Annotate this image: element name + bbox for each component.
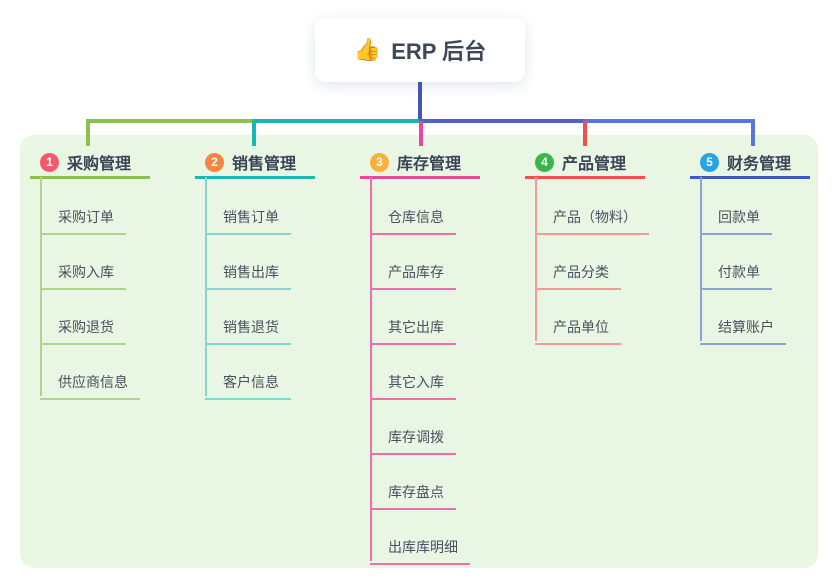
child-label: 库存盘点 [388, 484, 444, 500]
child-label: 销售出库 [223, 264, 279, 280]
branch-child-line [205, 177, 207, 396]
connector-horizontal-indigo-left [419, 119, 585, 123]
child-node-stock-transfer[interactable]: 库存调拨 [370, 415, 456, 455]
branch-inventory: 3 库存管理 仓库信息 产品库存 其它出库 其它入库 库存调拨 库存盘点 出库库… [360, 146, 490, 565]
connector-drop-sales [252, 119, 256, 146]
connector-horizontal-indigo-right [583, 119, 755, 123]
child-label: 其它出库 [388, 319, 444, 335]
branch-title-inventory: 库存管理 [397, 156, 462, 173]
branch-header-inventory[interactable]: 3 库存管理 [360, 146, 480, 179]
root-node[interactable]: 👍 ERP 后台 [315, 18, 525, 82]
child-node-supplier-info[interactable]: 供应商信息 [40, 360, 140, 400]
branch-purchase: 1 采购管理 采购订单 采购入库 采购退货 供应商信息 [30, 146, 160, 400]
branch-child-line [535, 177, 537, 341]
child-node-purchase-inbound[interactable]: 采购入库 [40, 250, 126, 290]
branch-title-sales: 销售管理 [232, 156, 297, 173]
child-node-purchase-order[interactable]: 采购订单 [40, 195, 126, 235]
child-label: 出库库明细 [388, 539, 458, 555]
child-label: 产品库存 [388, 264, 444, 280]
child-node-receipt-bill[interactable]: 回款单 [700, 195, 772, 235]
branch-title-product: 产品管理 [562, 156, 627, 173]
child-label: 其它入库 [388, 374, 444, 390]
child-node-product-category[interactable]: 产品分类 [535, 250, 621, 290]
child-node-customer-info[interactable]: 客户信息 [205, 360, 291, 400]
branch-title-purchase: 采购管理 [67, 156, 132, 173]
branch-sales: 2 销售管理 销售订单 销售出库 销售退货 客户信息 [195, 146, 325, 400]
branch-header-product[interactable]: 4 产品管理 [525, 146, 645, 179]
child-node-sales-return[interactable]: 销售退货 [205, 305, 291, 345]
badge-5-icon: 5 [700, 152, 719, 172]
branch-header-finance[interactable]: 5 财务管理 [690, 146, 810, 179]
branch-product: 4 产品管理 产品（物料） 产品分类 产品单位 [525, 146, 655, 345]
child-label: 产品单位 [553, 319, 609, 335]
connector-horizontal-green [86, 119, 254, 123]
child-node-product-unit[interactable]: 产品单位 [535, 305, 621, 345]
child-node-product-material[interactable]: 产品（物料） [535, 195, 649, 235]
child-node-sales-outbound[interactable]: 销售出库 [205, 250, 291, 290]
connector-drop-finance [751, 119, 755, 146]
child-label: 仓库信息 [388, 209, 444, 225]
child-node-purchase-return[interactable]: 采购退货 [40, 305, 126, 345]
branch-header-sales[interactable]: 2 销售管理 [195, 146, 315, 179]
connector-drop-product [583, 121, 587, 146]
connector-root-stem [418, 82, 422, 121]
branch-child-line [700, 177, 702, 341]
branch-child-line [40, 177, 42, 396]
child-label: 回款单 [718, 209, 760, 225]
badge-1-icon: 1 [40, 152, 59, 172]
child-node-sales-order[interactable]: 销售订单 [205, 195, 291, 235]
child-node-other-outbound[interactable]: 其它出库 [370, 305, 456, 345]
child-label: 库存调拨 [388, 429, 444, 445]
connector-horizontal-teal [252, 119, 421, 123]
branch-finance: 5 财务管理 回款单 付款单 结算账户 [690, 146, 820, 345]
child-node-payment-bill[interactable]: 付款单 [700, 250, 772, 290]
thumbs-up-icon: 👍 [353, 37, 382, 62]
child-label: 产品分类 [553, 264, 609, 280]
child-label: 采购退货 [58, 319, 114, 335]
child-node-outbound-detail[interactable]: 出库库明细 [370, 525, 470, 565]
child-node-other-inbound[interactable]: 其它入库 [370, 360, 456, 400]
child-label: 结算账户 [718, 319, 774, 335]
badge-2-icon: 2 [205, 152, 224, 172]
child-node-product-stock[interactable]: 产品库存 [370, 250, 456, 290]
branches-panel [20, 135, 818, 568]
child-label: 供应商信息 [58, 374, 128, 390]
child-label: 采购入库 [58, 264, 114, 280]
branch-title-finance: 财务管理 [727, 156, 792, 173]
child-node-settlement-account[interactable]: 结算账户 [700, 305, 786, 345]
root-label: ERP 后台 [391, 39, 487, 64]
child-label: 付款单 [718, 264, 760, 280]
child-node-stock-count[interactable]: 库存盘点 [370, 470, 456, 510]
child-label: 客户信息 [223, 374, 279, 390]
child-node-warehouse-info[interactable]: 仓库信息 [370, 195, 456, 235]
badge-3-icon: 3 [370, 152, 389, 172]
child-label: 销售退货 [223, 319, 279, 335]
branch-child-line [370, 177, 372, 561]
connector-drop-inventory [419, 121, 423, 146]
branch-header-purchase[interactable]: 1 采购管理 [30, 146, 150, 179]
child-label: 销售订单 [223, 209, 279, 225]
child-label: 产品（物料） [553, 209, 637, 225]
child-label: 采购订单 [58, 209, 114, 225]
badge-4-icon: 4 [535, 152, 554, 172]
connector-drop-purchase [86, 119, 90, 146]
